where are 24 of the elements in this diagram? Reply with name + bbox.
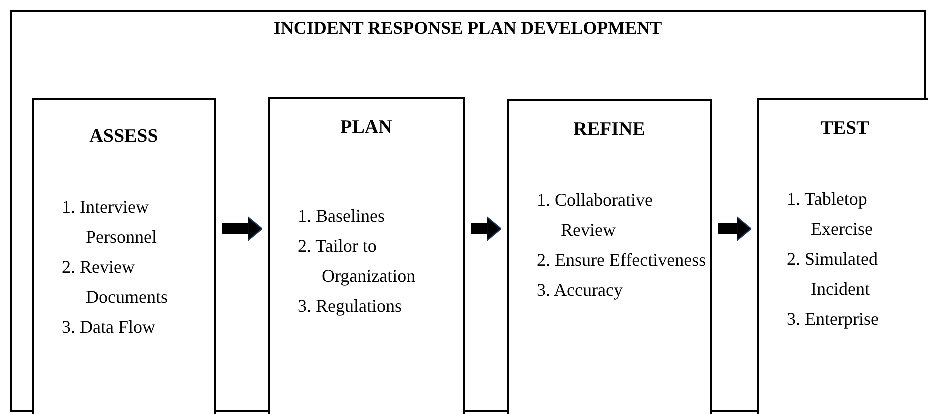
stage-heading: TEST xyxy=(820,118,870,140)
frame-heading: INCIDENT RESPONSE PLAN DEVELOPMENT xyxy=(272,18,664,39)
stage-heading: PLAN xyxy=(340,117,394,139)
stage-box xyxy=(507,99,712,414)
list-item: 1. Tabletop Exercise xyxy=(786,188,874,241)
list-item: 3. Accuracy xyxy=(536,279,624,302)
stage-heading: ASSESS xyxy=(88,126,160,148)
list-item: 3. Data Flow xyxy=(61,316,156,339)
list-item: 3. Regulations xyxy=(297,295,403,318)
list-item: 2. Ensure Effectiveness xyxy=(536,249,708,272)
list-item: 1. Collaborative Review xyxy=(536,189,654,242)
list-item: 3. Enterprise xyxy=(786,308,880,331)
list-item: 1. Baselines xyxy=(297,205,386,228)
stage-box xyxy=(757,98,928,414)
list-item: 2. Tailor to Organization xyxy=(297,235,417,288)
list-item: 1. Interview Personnel xyxy=(61,196,158,249)
arrow xyxy=(222,216,263,242)
arrow xyxy=(718,216,752,242)
stage-heading: REFINE xyxy=(572,119,646,141)
stage-box xyxy=(32,98,216,414)
list-item: 2. Review Documents xyxy=(61,256,169,309)
arrow xyxy=(471,216,502,242)
stage-box xyxy=(268,97,465,414)
list-item: 2. Simulated Incident xyxy=(786,248,879,301)
